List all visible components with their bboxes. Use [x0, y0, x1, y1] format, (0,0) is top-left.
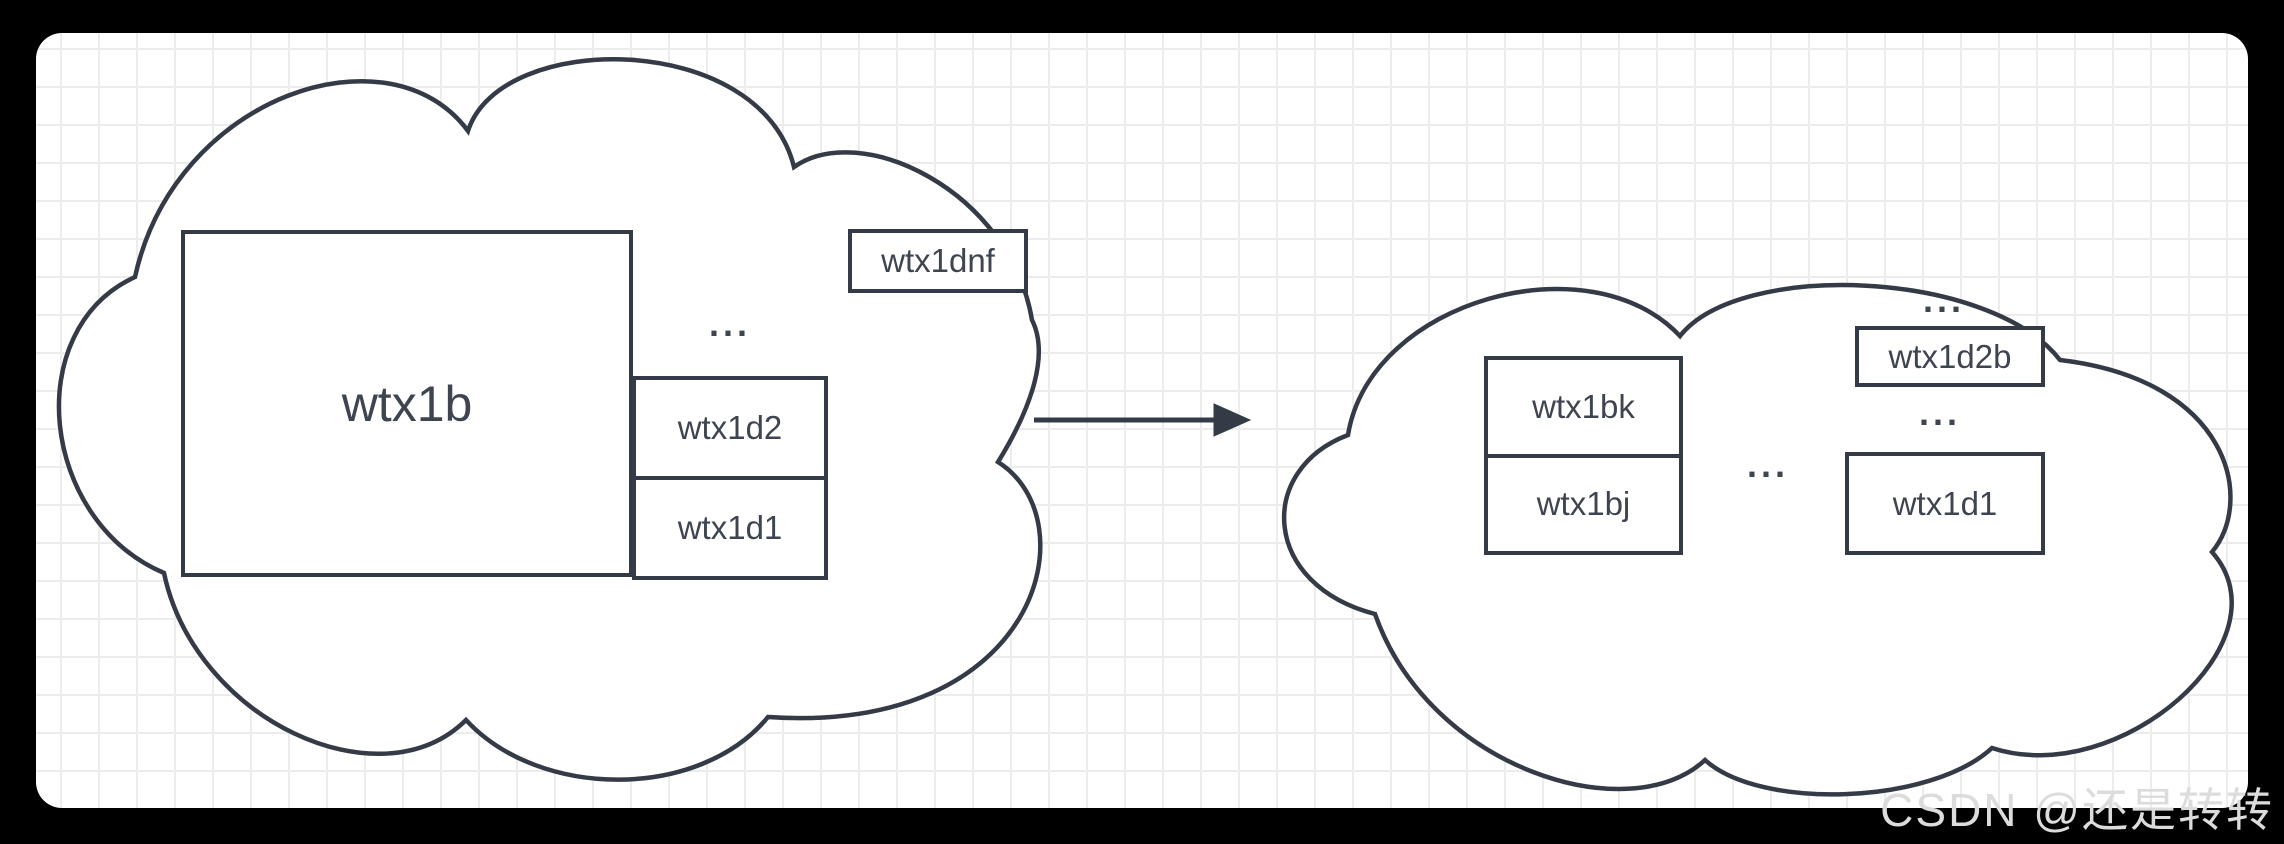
wtx1bk-box: wtx1bk	[1488, 360, 1679, 458]
left-cloud-ellipsis: ...	[708, 303, 751, 344]
wtx1b-label: wtx1b	[341, 375, 473, 432]
csdn-watermark: CSDN @还是转转	[1880, 784, 2274, 836]
wtx1dnf-box: wtx1dnf	[848, 229, 1028, 293]
right-cloud-ellipsis-below-tag: ...	[1918, 392, 1961, 433]
wtx1d2b-label: wtx1d2b	[1888, 337, 2012, 375]
wtx1d2b-box: wtx1d2b	[1855, 326, 2045, 387]
wtx1bj-box: wtx1bj	[1488, 458, 1679, 552]
right-cloud-ellipsis-top: ...	[1922, 279, 1965, 320]
wtx1d2-label: wtx1d2	[677, 409, 783, 446]
right-wtx1d1-box: wtx1d1	[1845, 452, 2045, 555]
wtx1d2-box: wtx1d2	[636, 380, 824, 480]
wtx1bk-label: wtx1bk	[1532, 387, 1635, 425]
wtx1bj-label: wtx1bj	[1536, 485, 1631, 523]
right-cloud-ellipsis-center: ...	[1746, 444, 1789, 485]
right-wtx1d1-label: wtx1d1	[1892, 484, 1998, 522]
wtx1d-stack: wtx1d2 wtx1d1	[632, 376, 828, 580]
wtx1dnf-label: wtx1dnf	[881, 242, 995, 279]
wtx1bk-bj-stack: wtx1bk wtx1bj	[1484, 356, 1683, 555]
wtx1b-box: wtx1b	[181, 230, 633, 577]
wtx1d1-box: wtx1d1	[636, 480, 824, 576]
wtx1d1-label: wtx1d1	[677, 509, 783, 546]
